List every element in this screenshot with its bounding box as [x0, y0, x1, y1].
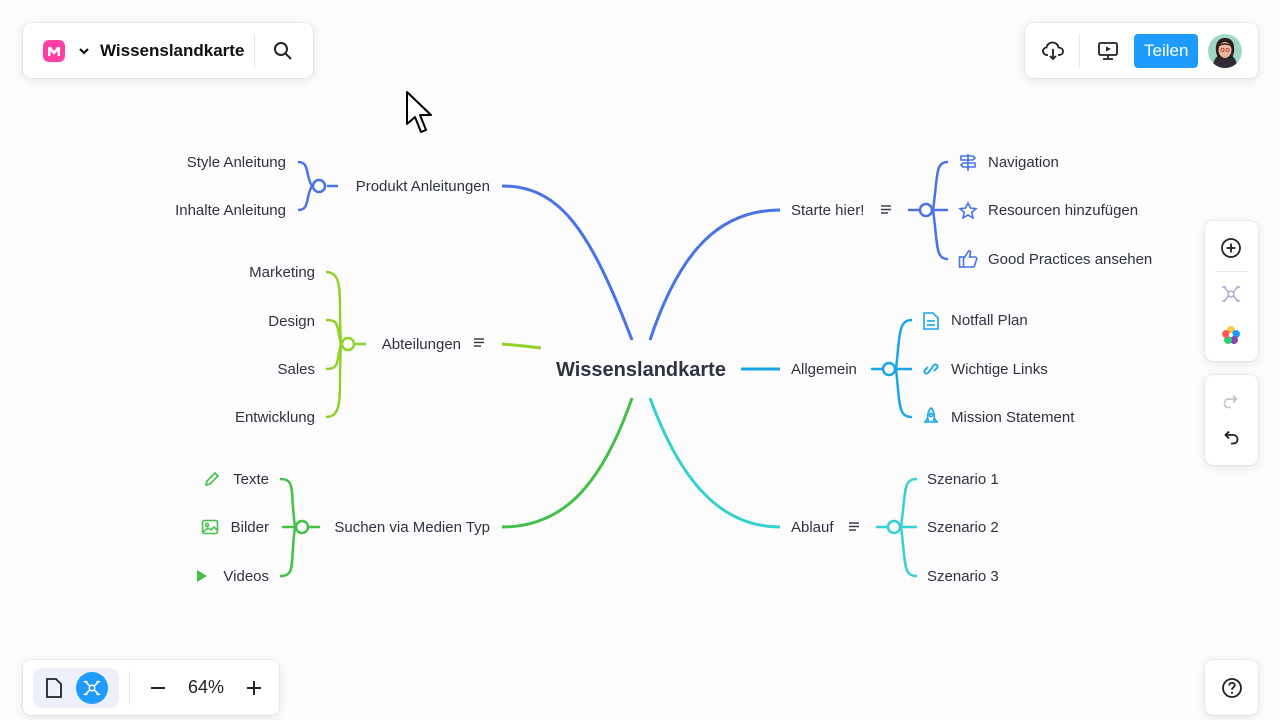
branch-allgemein[interactable]: Allgemein — [791, 361, 857, 378]
node-szenario-1[interactable]: Szenario 1 — [927, 471, 999, 488]
node-navigation[interactable]: Navigation — [988, 154, 1059, 171]
plus-circle-icon[interactable] — [1213, 230, 1249, 266]
rocket-icon — [923, 406, 939, 423]
chevron-down-icon[interactable] — [72, 39, 96, 63]
node-bilder[interactable]: Bilder — [231, 519, 269, 536]
view-zoom-toolbar: 64% — [23, 660, 279, 715]
connector-medien — [501, 397, 634, 529]
user-avatar[interactable] — [1208, 33, 1243, 68]
collapse-handle[interactable] — [294, 519, 310, 535]
connector-ablauf — [648, 397, 781, 529]
document-icon — [923, 312, 939, 330]
play-icon — [197, 570, 207, 582]
help-panel — [1205, 660, 1258, 715]
redo-icon[interactable] — [1213, 383, 1249, 419]
node-notfall-plan[interactable]: Notfall Plan — [951, 312, 1028, 329]
branch-suchen-medien[interactable]: Suchen via Medien Typ — [334, 519, 490, 536]
node-style-anleitung[interactable]: Style Anleitung — [187, 154, 286, 171]
image-icon — [201, 519, 219, 535]
divider — [1079, 33, 1080, 68]
node-design[interactable]: Design — [268, 313, 315, 330]
branch-abteilungen[interactable]: Abteilungen — [382, 336, 461, 353]
signpost-icon — [959, 154, 977, 171]
top-toolbar: Teilen — [1025, 23, 1258, 78]
collapse-handle[interactable] — [311, 178, 327, 194]
divider — [129, 670, 130, 705]
share-button[interactable]: Teilen — [1134, 33, 1199, 68]
branch-produkt-anleitungen[interactable]: Produkt Anleitungen — [356, 178, 490, 195]
node-szenario-2[interactable]: Szenario 2 — [927, 519, 999, 536]
pencil-icon — [204, 471, 220, 487]
node-mission-statement[interactable]: Mission Statement — [951, 409, 1075, 426]
branch-ablauf[interactable]: Ablauf — [791, 519, 834, 536]
board-title[interactable]: Wissenslandkarte — [100, 40, 245, 60]
node-wichtige-links[interactable]: Wichtige Links — [951, 361, 1048, 378]
divider — [1215, 271, 1248, 272]
node-marketing[interactable]: Marketing — [249, 264, 315, 281]
connector-abteilungen — [501, 342, 542, 350]
node-videos[interactable]: Videos — [223, 568, 269, 585]
color-palette-icon[interactable] — [1213, 317, 1249, 353]
cloud-download-icon[interactable] — [1035, 33, 1071, 69]
zoom-out-icon[interactable] — [140, 670, 176, 706]
mindmap-view-icon[interactable] — [76, 671, 108, 704]
mindmap-icon[interactable] — [1213, 276, 1249, 312]
collapse-handle[interactable] — [886, 519, 902, 535]
undo-icon[interactable] — [1213, 419, 1249, 455]
connector-starte — [648, 208, 781, 341]
node-sales[interactable]: Sales — [277, 361, 315, 378]
link-icon — [923, 363, 939, 375]
star-icon — [958, 201, 978, 220]
thumbs-up-icon — [958, 250, 978, 268]
branch-starte-hier[interactable]: Starte hier! — [791, 202, 864, 219]
collapse-handle[interactable] — [340, 336, 356, 352]
node-resourcen-hinzufuegen[interactable]: Resourcen hinzufügen — [988, 202, 1138, 219]
connector-produkt — [501, 184, 634, 341]
search-icon[interactable] — [265, 33, 301, 69]
miro-logo-icon[interactable] — [40, 37, 68, 65]
notes-icon[interactable] — [474, 338, 484, 347]
node-entwicklung[interactable]: Entwicklung — [235, 409, 315, 426]
collapse-handle[interactable] — [881, 361, 897, 377]
node-inhalte-anleitung[interactable]: Inhalte Anleitung — [175, 202, 286, 219]
node-texte[interactable]: Texte — [233, 471, 269, 488]
presentation-icon[interactable] — [1090, 33, 1126, 69]
document-view-icon[interactable] — [36, 671, 72, 705]
view-toggle — [33, 667, 119, 708]
notes-icon[interactable] — [881, 205, 891, 214]
node-good-practices[interactable]: Good Practices ansehen — [988, 251, 1152, 268]
root-node[interactable]: Wissenslandkarte — [556, 359, 726, 381]
divider — [254, 33, 256, 68]
help-icon[interactable] — [1214, 670, 1250, 706]
collapse-handle[interactable] — [918, 202, 934, 218]
mouse-cursor-icon — [405, 90, 437, 143]
side-toolbar — [1205, 221, 1258, 361]
zoom-level[interactable]: 64% — [187, 677, 225, 697]
node-szenario-3[interactable]: Szenario 3 — [927, 568, 999, 585]
zoom-in-icon[interactable] — [236, 670, 272, 706]
notes-icon[interactable] — [849, 522, 859, 531]
history-toolbar — [1205, 375, 1258, 465]
board-header: Wissenslandkarte — [23, 23, 313, 78]
